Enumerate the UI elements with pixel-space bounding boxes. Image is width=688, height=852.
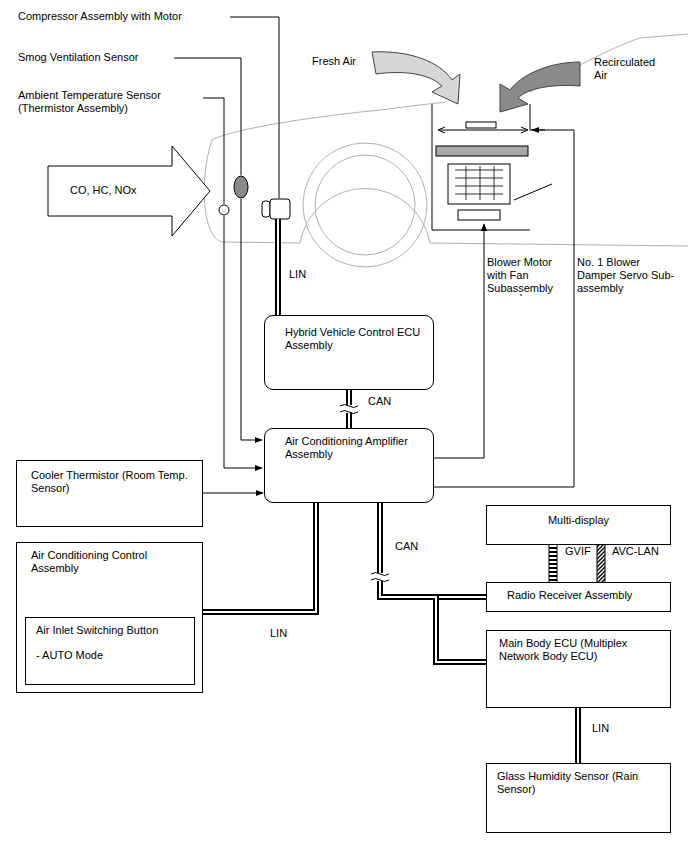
- hvac-unit: [432, 104, 552, 230]
- node-title: Air Conditioning Amplifier Assembly: [285, 435, 423, 461]
- node-title: Air Inlet Switching Button: [36, 624, 186, 637]
- part-name: No. 1 Blower Damper Servo Sub-assembly: [577, 256, 677, 295]
- bus-line: [553, 545, 554, 582]
- bus-inner: [380, 503, 486, 662]
- bus-line: [578, 708, 579, 763]
- bus-inner: [203, 503, 316, 612]
- signal-name: LIN: [268, 627, 289, 640]
- sensor-box: Cooler Thermistor (Room Temp. Sensor): [16, 460, 203, 527]
- radio-box: Radio Receiver Assembly: [486, 582, 671, 612]
- node-title: Multi-display: [495, 514, 662, 527]
- node-title: Air Conditioning Control Assembly: [31, 549, 194, 575]
- bus-outer: [203, 503, 316, 612]
- part-name: Smog Ventilation Sensor: [18, 51, 178, 64]
- signal-name: LIN: [289, 268, 319, 281]
- bus-outer: [549, 545, 558, 582]
- sensor-box: Glass Humidity Sensor (Rain Sensor): [486, 763, 671, 833]
- gas-label: CO, HC, NOx: [70, 184, 165, 197]
- signal-name: LIN: [590, 722, 611, 735]
- smog-sensor: [234, 176, 248, 198]
- air-label: Fresh Air: [312, 55, 382, 68]
- air-label: Recirculated Air: [594, 56, 664, 82]
- bus-inner: [577, 708, 579, 763]
- node-text: - AUTO Mode: [36, 649, 186, 662]
- node-title: Radio Receiver Assembly: [507, 589, 662, 602]
- ambient-sensor: [219, 205, 229, 215]
- part-name: Blower Motor with Fan Subassembly: [487, 256, 569, 295]
- control-box: Air Conditioning Control AssemblyAir Inl…: [16, 542, 203, 693]
- compressor-symbol: [262, 199, 290, 219]
- bus-outer: [575, 708, 581, 763]
- part-name: Ambient Temperature Sensor (Thermistor A…: [18, 89, 203, 115]
- gas-arrow: [48, 146, 210, 236]
- fresh-air-arrow: [372, 52, 460, 104]
- node-title: Glass Humidity Sensor (Rain Sensor): [497, 770, 662, 796]
- switch-box: Air Inlet Switching Button - AUTO Mode: [25, 617, 195, 685]
- signal-name: CAN: [393, 540, 420, 553]
- signal-name: CAN: [366, 395, 393, 408]
- bus-inner: [380, 503, 486, 597]
- bus-hatch: [550, 545, 557, 582]
- bus-outer: [597, 545, 606, 582]
- bus-line: [380, 503, 486, 662]
- signal-name: AVC-LAN: [610, 545, 661, 558]
- ecu-box: Main Body ECU (Multiplex Network Body EC…: [486, 630, 671, 708]
- signal-wire: [203, 493, 263, 494]
- leader-line: [174, 17, 521, 296]
- ecu-box: Hybrid Vehicle Control ECU Assembly: [264, 315, 434, 390]
- bus-line: [380, 503, 486, 597]
- recirc-air-arrow: [500, 62, 580, 112]
- node-title: Cooler Thermistor (Room Temp. Sensor): [31, 469, 194, 495]
- bus-line: [601, 545, 602, 582]
- bus-hatch: [598, 545, 605, 582]
- lin-bus: [278, 219, 279, 315]
- wire-path: [203, 493, 263, 494]
- bus-outer: [380, 503, 486, 597]
- bus-outer: [380, 503, 486, 662]
- signal-name: GVIF: [563, 545, 593, 558]
- node-title: Main Body ECU (Multiplex Network Body EC…: [499, 637, 662, 663]
- bus-line: [203, 503, 316, 612]
- part-name: Compressor Assembly with Motor: [18, 10, 233, 23]
- display-box: Multi-display: [486, 505, 671, 545]
- node-title: Hybrid Vehicle Control ECU Assembly: [285, 326, 423, 352]
- amplifier-box: Air Conditioning Amplifier Assembly: [264, 428, 434, 503]
